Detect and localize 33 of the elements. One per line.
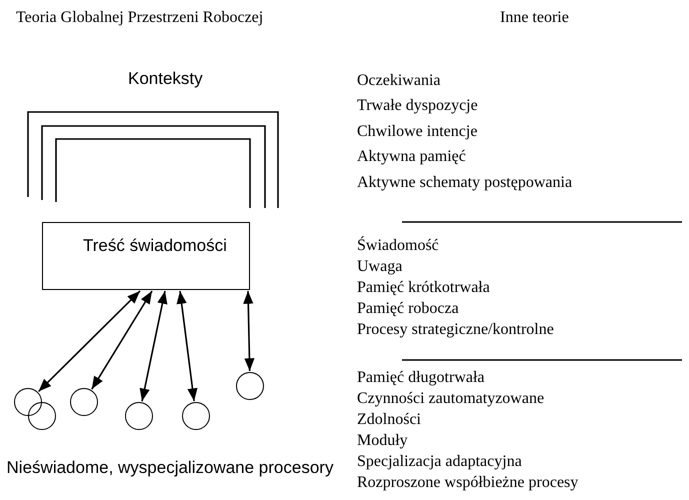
processor-circle xyxy=(28,402,56,430)
arrow xyxy=(243,290,255,372)
theory-term: Pamięć krótkotrwała xyxy=(357,279,490,297)
arrow xyxy=(38,290,141,392)
context-label: Konteksty xyxy=(128,70,203,89)
theory-term: Procesy strategiczne/kontrolne xyxy=(357,321,554,339)
theory-term: Zdolności xyxy=(357,411,421,429)
theory-term: Pamięć robocza xyxy=(357,300,459,318)
theory-term: Aktywna pamięć xyxy=(357,148,466,166)
processors-caption: Nieświadome, wyspecjalizowane procesory xyxy=(6,457,334,479)
theory-term: Oczekiwania xyxy=(357,72,441,90)
arrow xyxy=(176,290,198,402)
theory-term: Świadomość xyxy=(357,237,439,255)
theory-term: Uwaga xyxy=(357,258,402,276)
theory-term: Trwałe dyspozycje xyxy=(357,97,478,115)
column-heading: Teoria Globalnej Przestrzeni Roboczej xyxy=(16,9,264,27)
arrow xyxy=(140,290,168,402)
column-heading: Inne teorie xyxy=(500,9,569,27)
theory-term: Specjalizacja adaptacyjna xyxy=(357,453,522,471)
content-box xyxy=(42,222,250,290)
processor-circle xyxy=(70,388,98,416)
processor-circle xyxy=(236,372,264,400)
theory-term: Chwilowe intencje xyxy=(357,123,478,141)
theory-term: Rozproszone współbieżne procesy xyxy=(357,474,578,492)
processor-circle xyxy=(14,388,42,416)
processor-circle xyxy=(125,402,153,430)
box-title: Treść świadomości xyxy=(83,237,227,256)
processor-circle xyxy=(182,402,210,430)
arrow xyxy=(91,290,153,390)
theory-term: Czynności zautomatyzowane xyxy=(357,390,544,408)
theory-term: Aktywne schematy postępowania xyxy=(357,174,572,192)
theory-term: Pamięć długotrwała xyxy=(357,369,485,387)
theory-term: Moduły xyxy=(357,432,408,450)
